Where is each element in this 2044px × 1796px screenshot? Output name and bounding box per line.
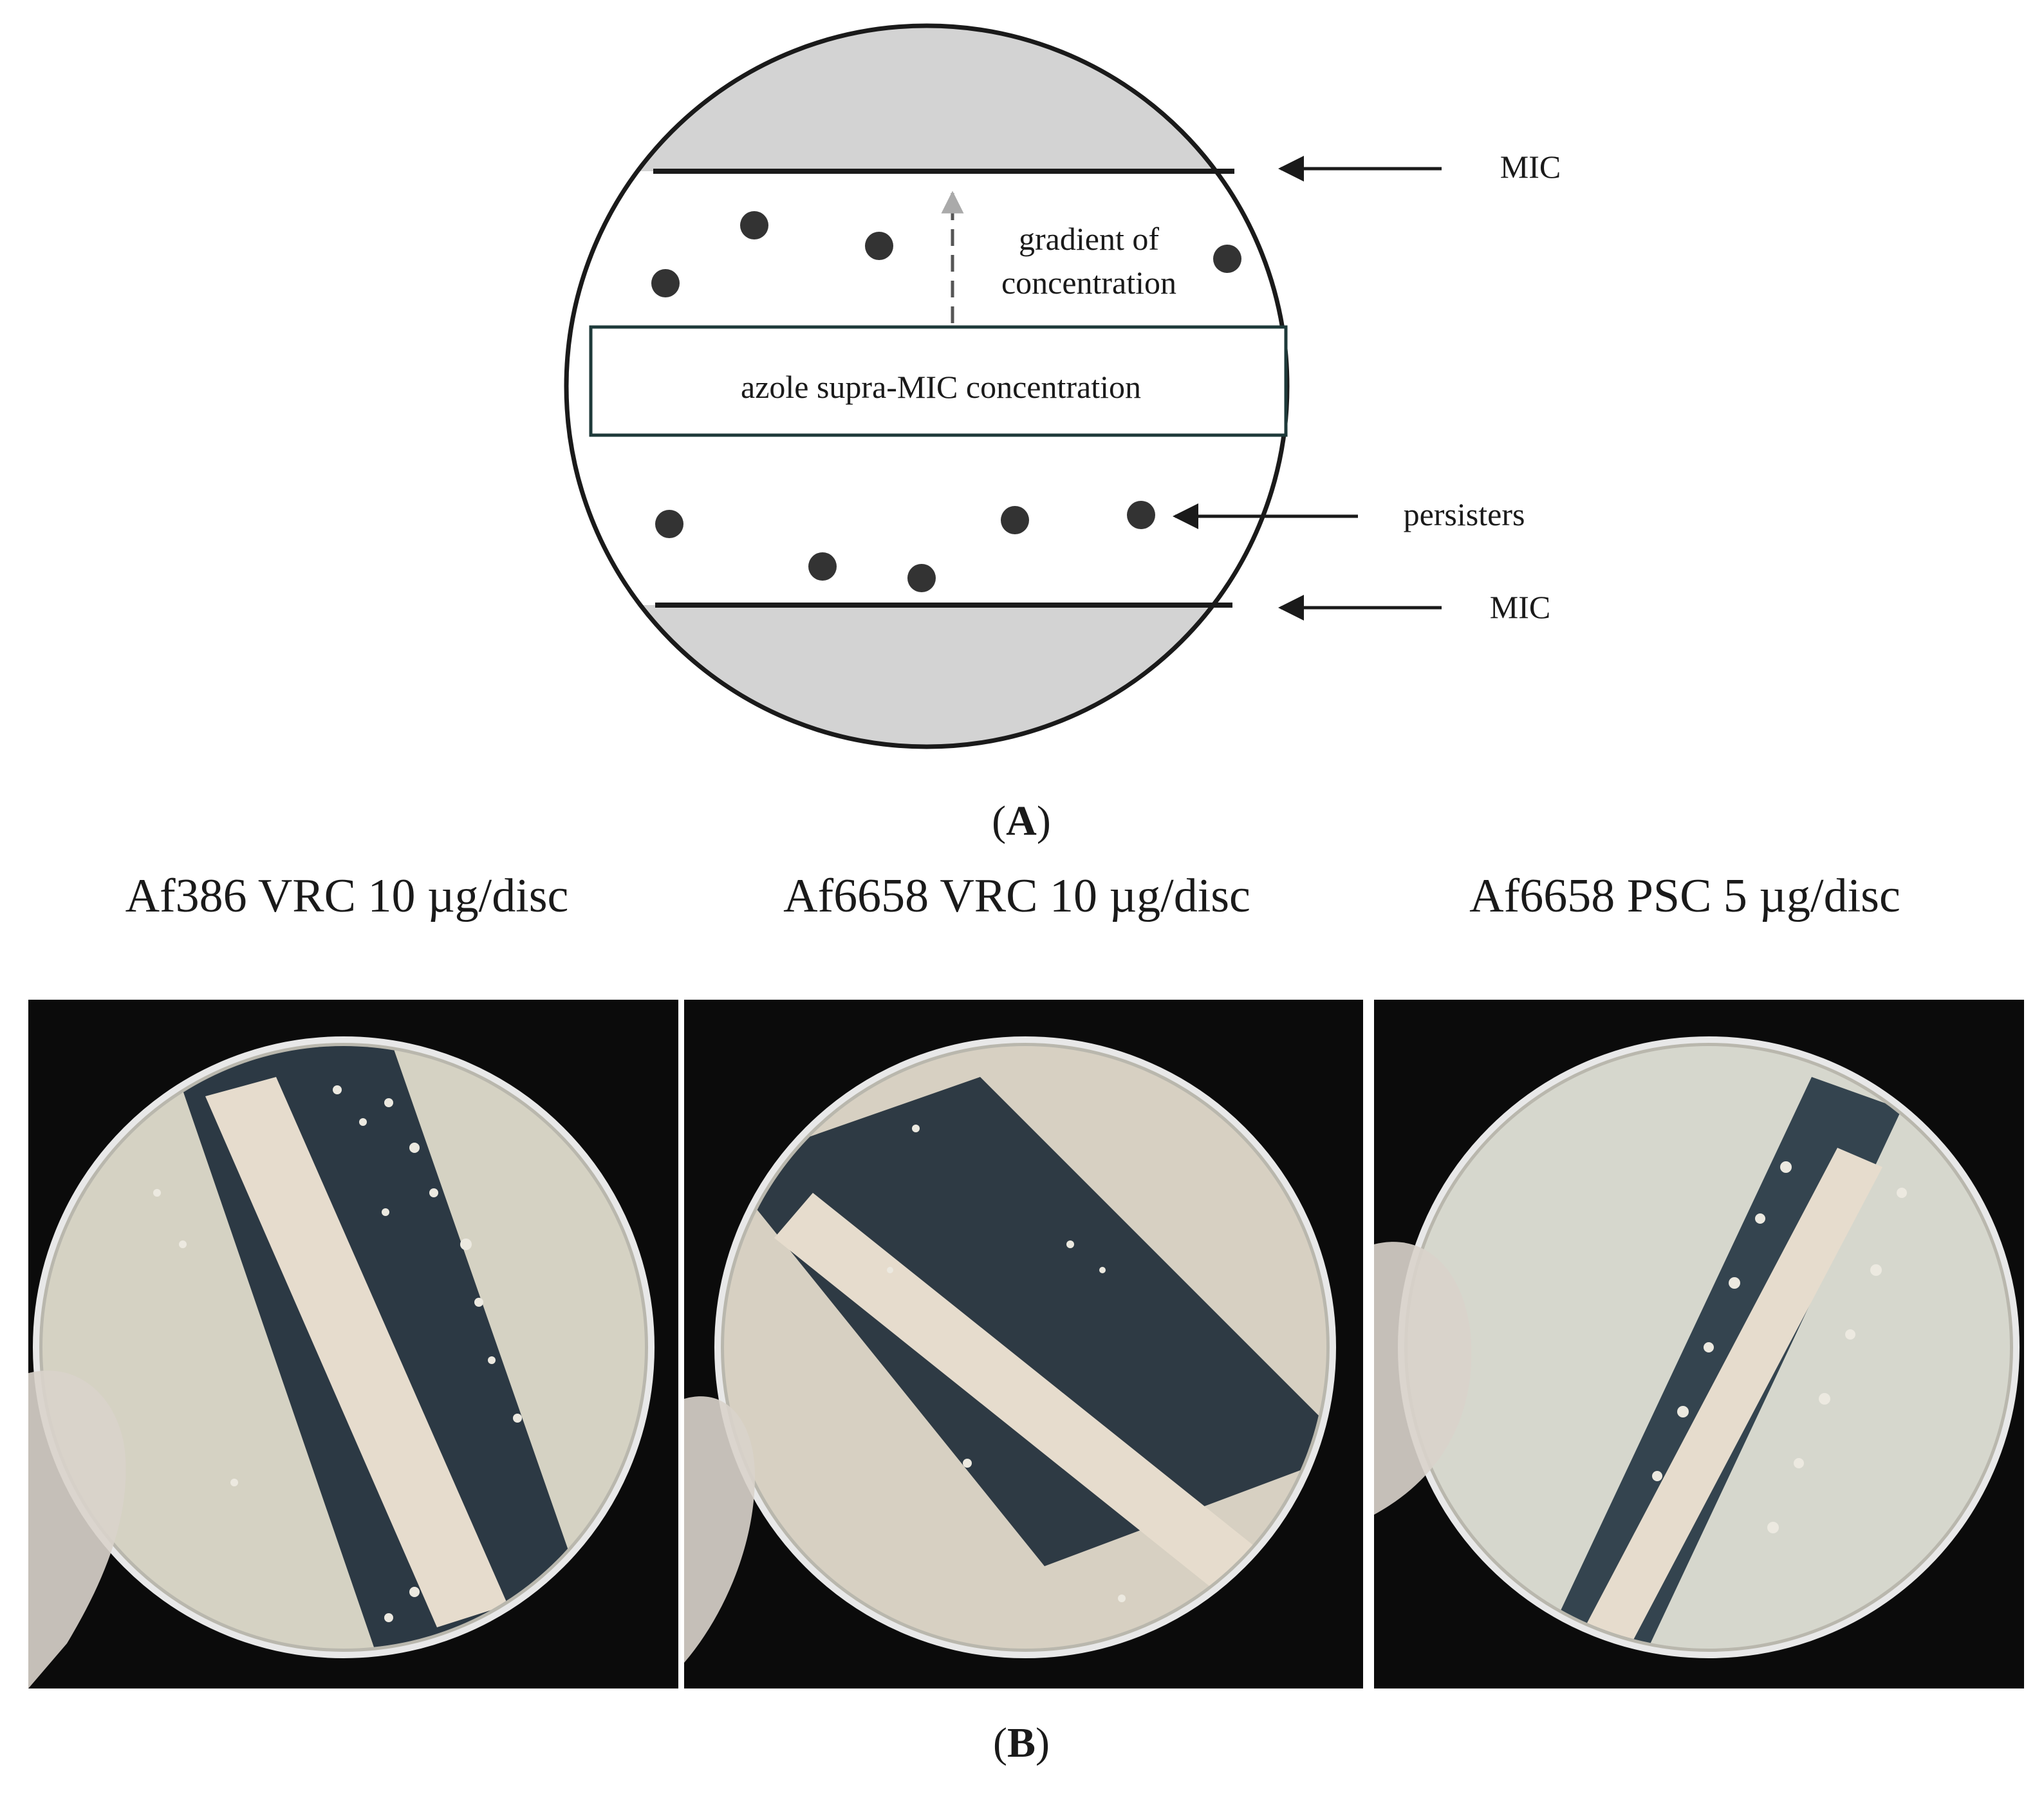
panel-b-letter: B <box>1007 1719 1036 1766</box>
plate-photo-3 <box>1374 1000 2024 1688</box>
persister-dot <box>907 564 936 592</box>
inhibition-zone <box>724 1077 1326 1566</box>
azole-strip-box <box>589 325 1288 437</box>
persister-dot <box>1213 245 1241 273</box>
growth-zone-top <box>566 26 1287 171</box>
persister-dots <box>651 211 1241 592</box>
glove-hand <box>1374 1242 1472 1515</box>
paper-strip <box>205 1077 508 1627</box>
plate-title-3: Af6658 PSC 5 µg/disc <box>1469 870 1900 922</box>
colonies <box>887 1125 1126 1602</box>
paper-strip <box>774 1193 1263 1598</box>
persister-dot <box>651 269 680 297</box>
panel-a-label: (A) <box>992 798 1051 845</box>
panel-b-label: (B) <box>993 1719 1050 1766</box>
colonies <box>153 1085 522 1622</box>
plate-title-1: Af386 VRC 10 µg/disc <box>125 870 569 922</box>
plate-title-2: Af6658 VRC 10 µg/disc <box>783 870 1250 922</box>
paper-strip <box>1586 1148 1882 1643</box>
mic-top-label: MIC <box>1500 149 1561 185</box>
colonies <box>1652 1161 1907 1533</box>
panel-a-letter: A <box>1006 798 1037 845</box>
persister-dot <box>655 510 683 538</box>
persister-dot <box>865 232 893 260</box>
growth-zone-bottom <box>566 605 1287 747</box>
gradient-label-line2: concentration <box>1001 265 1176 301</box>
persisters-label: persisters <box>1404 496 1525 532</box>
glove-hand <box>684 1396 755 1663</box>
persister-dot <box>1001 506 1029 534</box>
glove-hand <box>28 1370 126 1688</box>
plate-photo-1 <box>28 1000 678 1688</box>
gradient-label-line1: gradient of <box>1019 221 1159 257</box>
persister-schematic: azole supra-MIC concentration gradient o… <box>564 23 1561 749</box>
persister-dot <box>808 552 837 581</box>
persister-dot <box>740 211 768 239</box>
strip-label: azole supra-MIC concentration <box>741 369 1141 405</box>
plate-photo-2 <box>684 1000 1363 1688</box>
mic-bottom-label: MIC <box>1490 589 1550 625</box>
persister-dot <box>1127 501 1155 529</box>
